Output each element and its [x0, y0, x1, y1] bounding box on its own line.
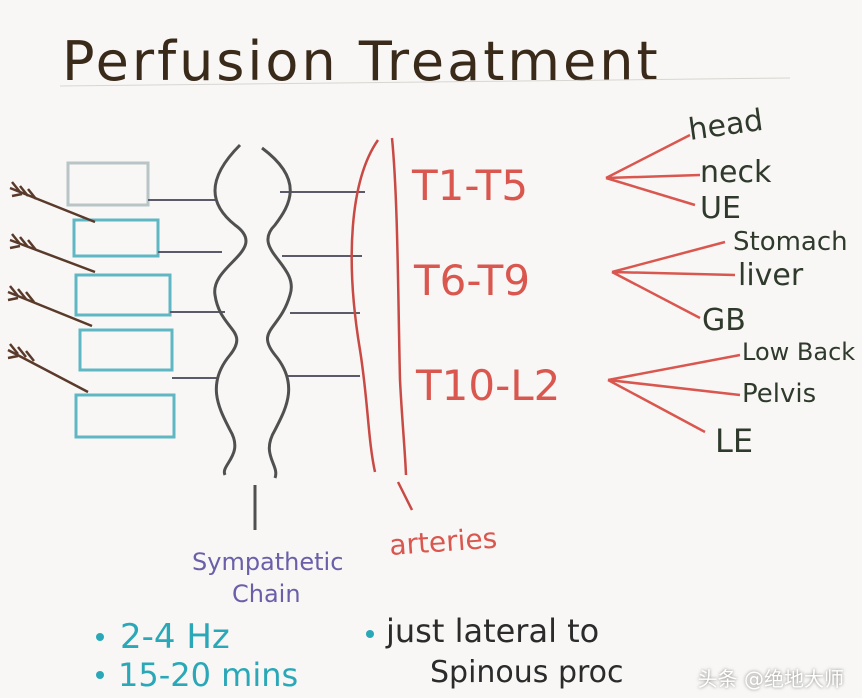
arteries: [350, 137, 414, 511]
arrow-4: [7, 343, 89, 394]
target-pelvis: Pelvis: [742, 379, 816, 409]
target-le: LE: [715, 422, 753, 460]
watermark: 头条 @绝地大师: [697, 667, 844, 691]
note-location-line2: Spinous proc: [430, 655, 624, 690]
arrow-1: [9, 181, 96, 224]
bullet-dot: [96, 671, 104, 679]
segment-label-t1-t5: T1-T5: [411, 161, 528, 210]
sympathetic-chain: [213, 143, 293, 530]
target-stomach: Stomach: [733, 227, 848, 257]
sympathetic-chain-label: Sympathetic: [192, 548, 343, 576]
segment-label-t6-t9: T6-T9: [413, 256, 530, 305]
bullet-dot: [366, 630, 374, 638]
sympathetic-chain-label-line2: Chain: [232, 580, 301, 608]
target-head: head: [686, 103, 765, 148]
vertebra-1: [66, 161, 150, 207]
vertebrae-column: [66, 161, 176, 439]
note-location-line1: just lateral to: [385, 612, 599, 650]
arrow-2: [9, 233, 96, 274]
bullet-dot: [96, 633, 104, 641]
target-liver: liver: [738, 258, 804, 293]
target-ue: UE: [700, 191, 741, 226]
note-frequency: 2-4 Hz: [120, 617, 230, 657]
target-neck: neck: [700, 155, 772, 190]
vertebra-2: [72, 218, 160, 258]
segment-label-t10-l2: T10-L2: [415, 361, 560, 410]
title-underline: [59, 77, 791, 87]
arteries-label: arteries: [388, 522, 498, 562]
target-fan-lines: [605, 133, 741, 434]
vertebra-5: [74, 393, 176, 439]
rami-lines: [148, 191, 365, 379]
target-gb: GB: [702, 303, 746, 338]
arrow-3: [7, 285, 93, 328]
needle-arrows: [7, 181, 96, 394]
page-title: Perfusion Treatment: [62, 30, 661, 93]
vertebra-3: [74, 273, 172, 317]
vertebra-4: [78, 328, 174, 372]
note-duration: 15-20 mins: [118, 656, 298, 694]
target-low-back: Low Back: [742, 338, 855, 366]
